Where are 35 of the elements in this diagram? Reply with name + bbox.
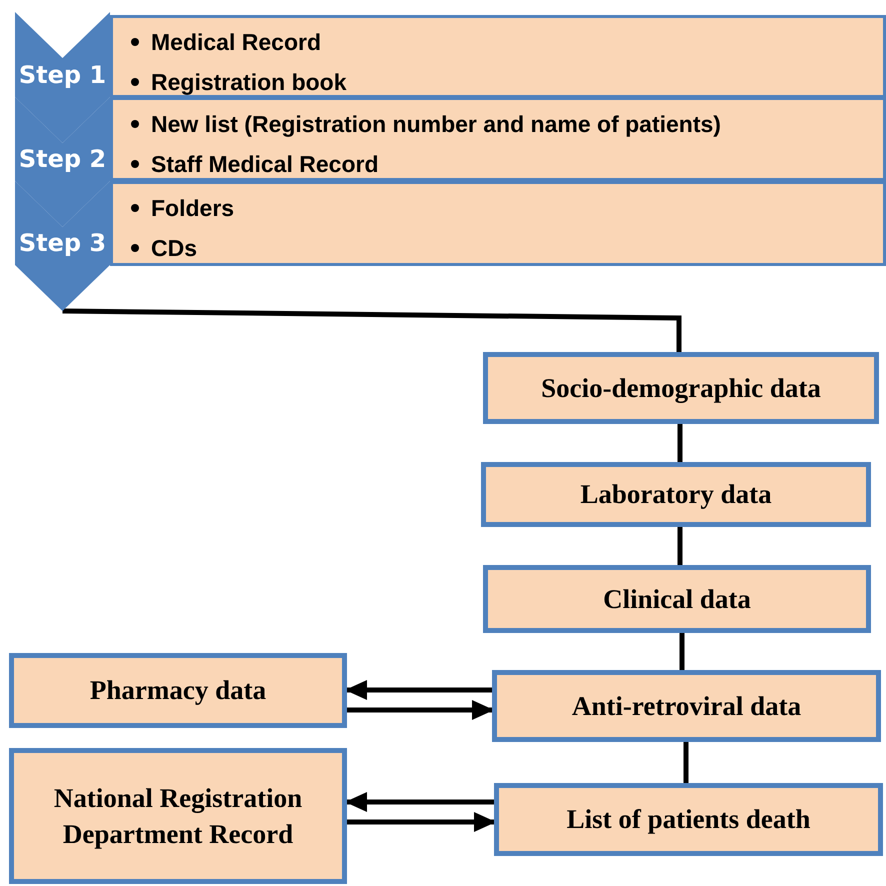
connector-line [678,527,682,565]
bullet-item: Staff Medical Record [151,150,378,178]
process-box [483,565,871,633]
bullet-item: New list (Registration number and name of patients) [151,110,721,138]
process-box [492,670,881,742]
arrow [345,680,492,700]
box-label: Laboratory data [580,478,772,512]
process-box [483,352,879,424]
connector-line [678,424,682,462]
step-label: Step 1 [18,61,108,89]
step-label: Step 3 [18,229,108,257]
box-label: Socio-demographic data [541,372,821,405]
box-label: National Registration Department Record [52,782,304,851]
box-label: List of patients death [566,803,810,836]
connector-line [684,742,688,783]
process-box [9,748,347,884]
bullet-item: Folders [151,194,234,222]
bullet-item: CDs [151,234,198,262]
bullet-item: Registration book [151,68,347,96]
box-label: Anti-retroviral data [572,690,802,723]
arrow [347,700,494,720]
arrow [347,812,496,832]
list-box [110,97,886,181]
connector-line [680,633,684,670]
process-box [481,462,871,527]
arrow [345,792,494,812]
bullet-item: Medical Record [151,28,321,56]
list-box [110,15,886,98]
process-box [9,653,347,728]
connector-line [62,308,682,352]
box-label: Pharmacy data [90,674,266,708]
step-label: Step 2 [18,145,108,173]
list-box [110,181,886,266]
process-box [494,783,883,856]
box-label: Clinical data [603,582,751,616]
